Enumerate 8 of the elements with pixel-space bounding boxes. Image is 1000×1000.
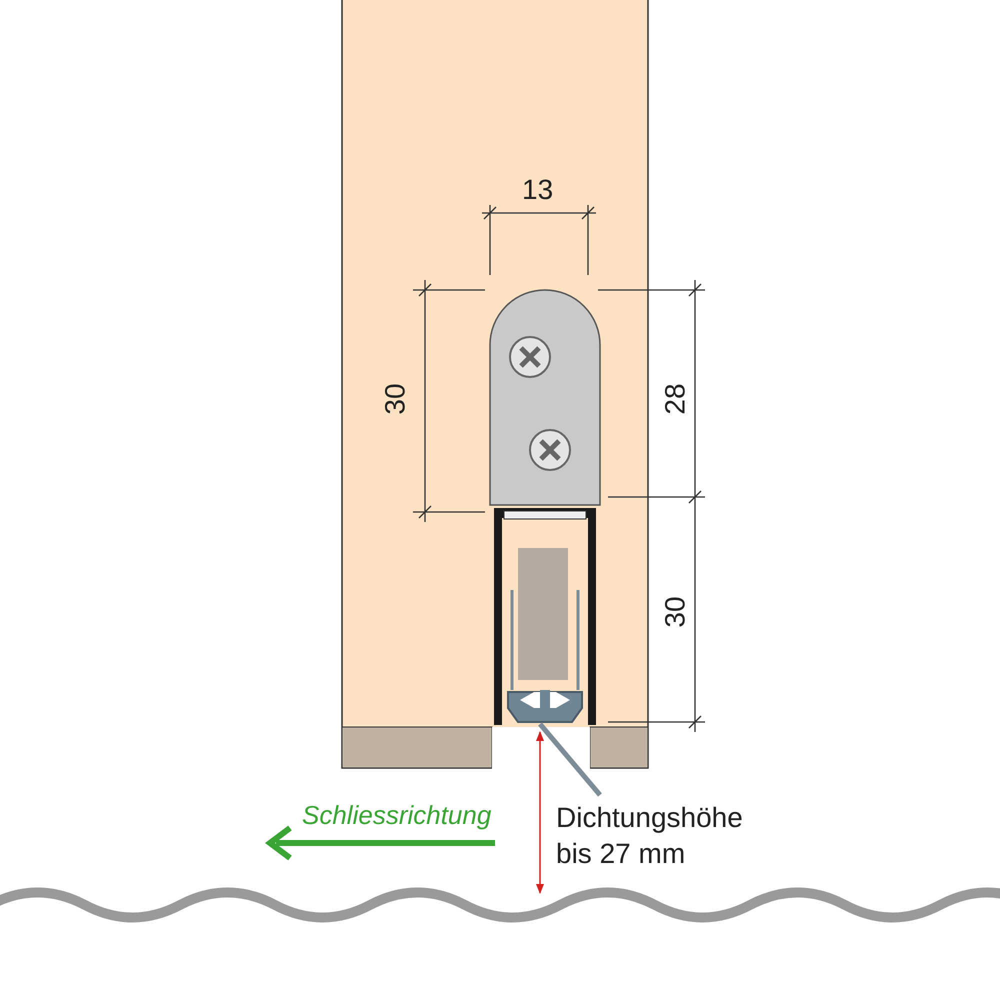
annotation-text: Dichtungshöhe bis 27 mm — [556, 800, 771, 872]
dimension-label: 30 — [382, 383, 410, 415]
dimension-label: 30 — [662, 596, 690, 628]
seal-profile — [507, 690, 583, 723]
leader-line — [538, 722, 602, 797]
direction-label: Schliessrichtung — [302, 802, 492, 828]
dimension-label: 28 — [662, 383, 690, 415]
dimension-label: 13 — [522, 176, 554, 204]
